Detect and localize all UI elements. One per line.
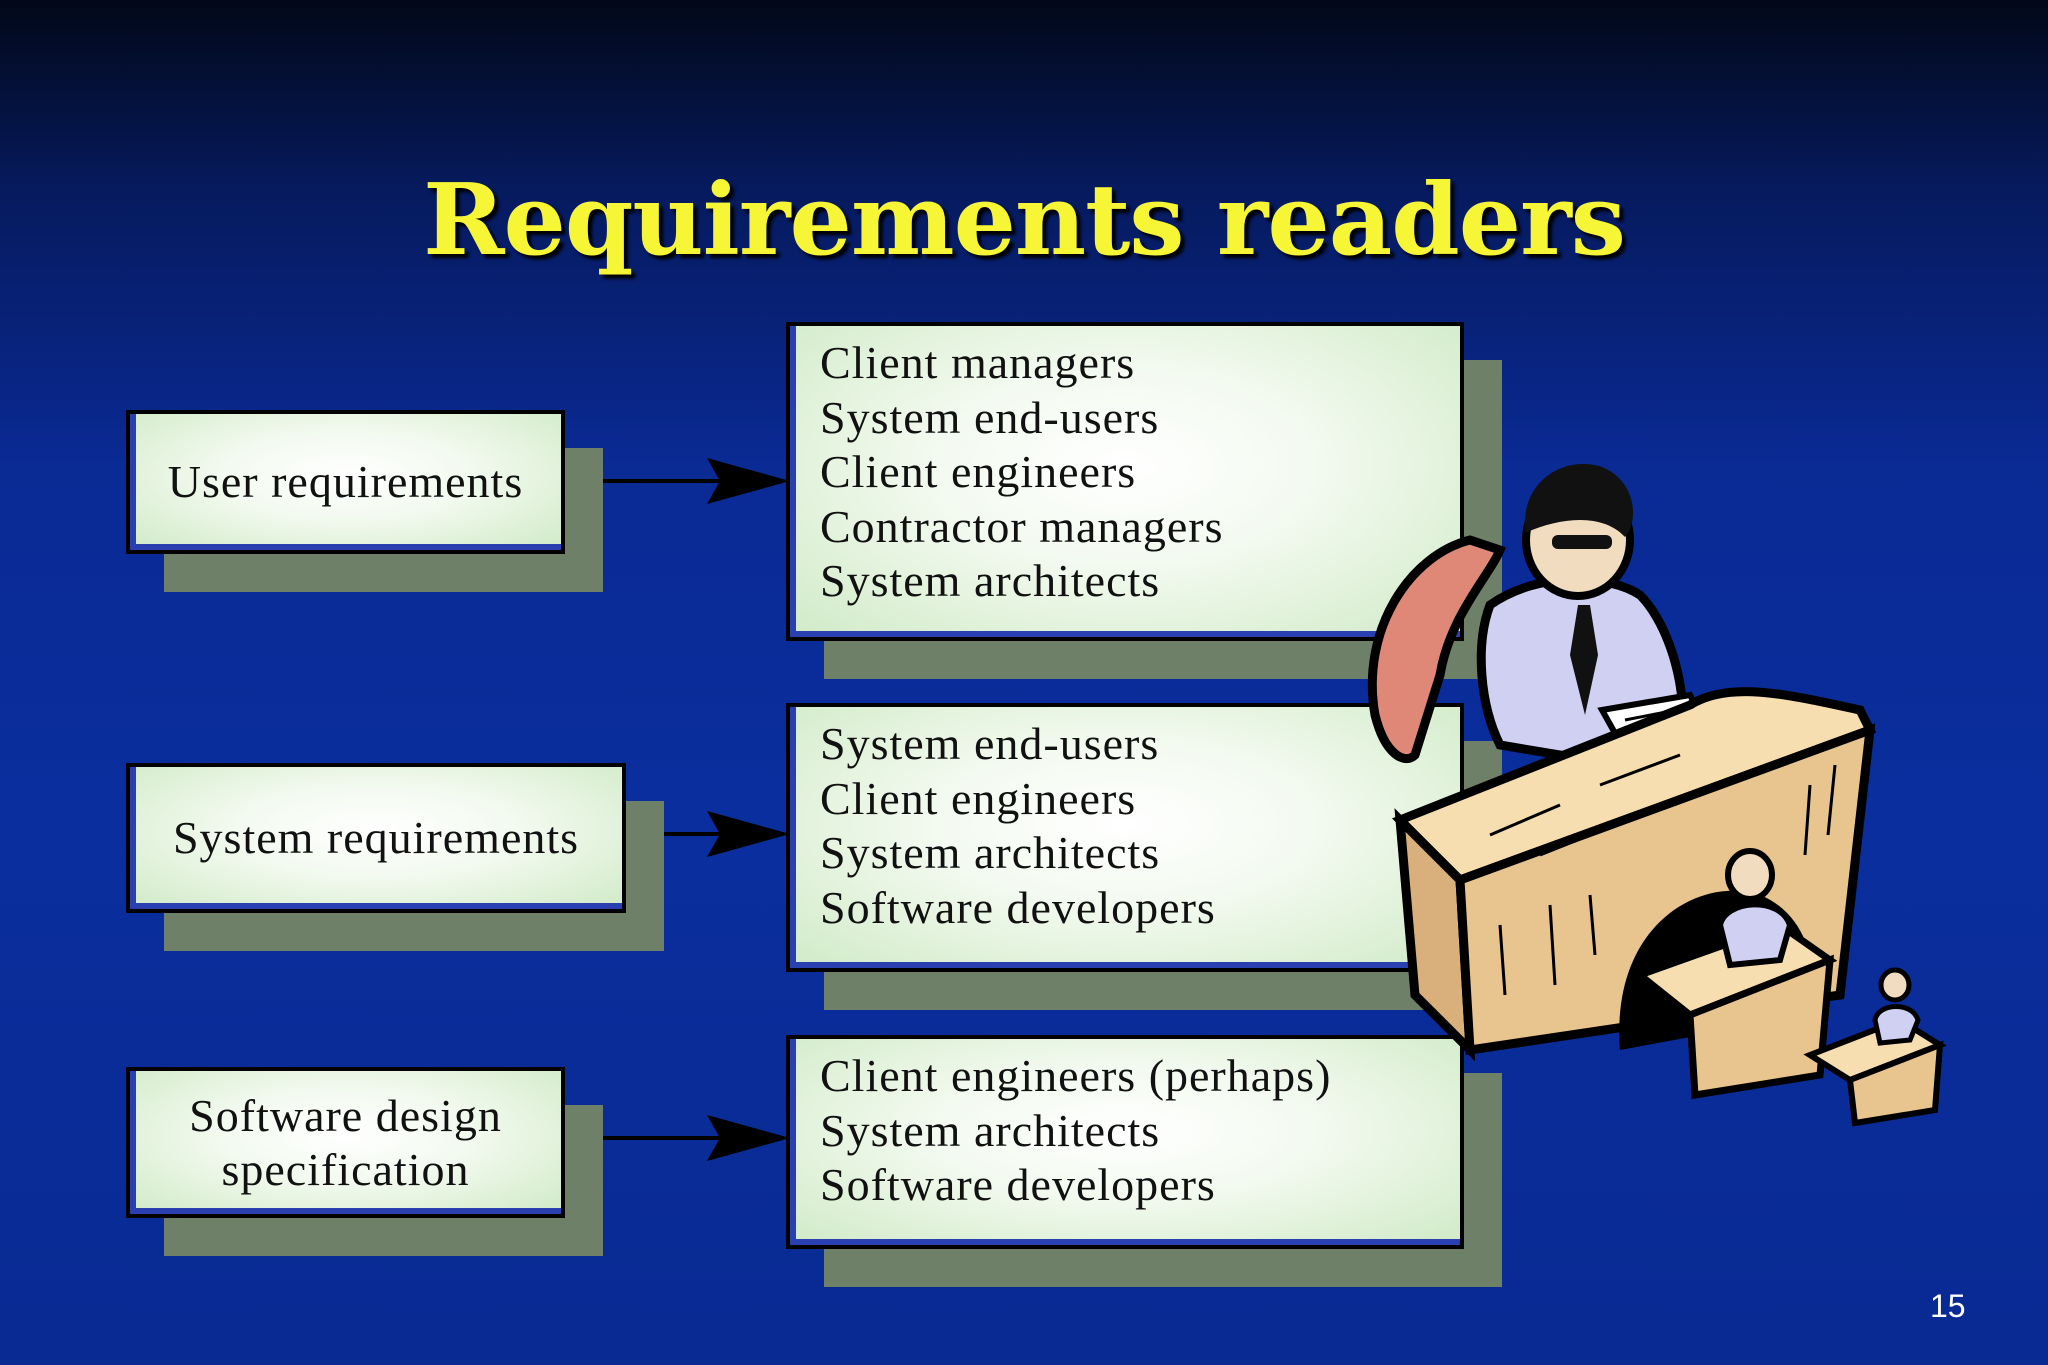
reader-list: Client managers System end-users Client … (790, 326, 1460, 609)
document-label-line: User requirements (167, 456, 524, 507)
reader-item: System architects (820, 555, 1161, 606)
reader-list: Client engineers (perhaps) System archit… (790, 1039, 1460, 1213)
box-face: User requirements (126, 410, 565, 554)
document-label: Software design specification (130, 1089, 561, 1197)
box-face: System requirements (126, 763, 626, 913)
reader-item: Software developers (820, 1159, 1216, 1210)
reader-item: Software developers (820, 881, 1216, 933)
document-label-line: System requirements (172, 812, 580, 863)
box-face: Software design specification (126, 1067, 565, 1218)
reader-item: Client engineers (820, 446, 1137, 497)
document-box-software-design-specification: Software design specification (126, 1067, 603, 1256)
box-face: System end-users Client engineers System… (786, 703, 1464, 972)
document-label-line: Software design (189, 1089, 502, 1141)
document-box-system-requirements: System requirements (126, 763, 664, 951)
reader-item: Client engineers (820, 772, 1137, 824)
reader-item: System architects (820, 827, 1161, 878)
reader-item: System architects (820, 1104, 1161, 1156)
document-label: System requirements (130, 811, 622, 865)
reader-box-user-requirements: Client managers System end-users Client … (786, 322, 1502, 679)
slide-title: Requirements readers (423, 163, 1626, 278)
box-face: Client engineers (perhaps) System archit… (786, 1035, 1464, 1249)
reader-list: System end-users Client engineers System… (790, 707, 1460, 935)
document-label-line: specification (221, 1143, 470, 1195)
reader-box-software-design-specification: Client engineers (perhaps) System archit… (786, 1035, 1502, 1287)
reader-item: System end-users (820, 391, 1160, 443)
office-worker-at-desk-clipart-icon (1367, 464, 1947, 1127)
box-face: Client managers System end-users Client … (786, 322, 1464, 641)
reader-item: Client engineers (perhaps) (820, 1050, 1332, 1101)
page-number: 15 (1930, 1288, 1966, 1324)
document-box-user-requirements: User requirements (126, 410, 603, 592)
document-label: User requirements (130, 455, 561, 509)
reader-item: System end-users (820, 718, 1160, 769)
reader-box-system-requirements: System end-users Client engineers System… (786, 703, 1502, 1010)
reader-item: Client managers (820, 337, 1136, 388)
reader-item: Contractor managers (820, 500, 1224, 552)
